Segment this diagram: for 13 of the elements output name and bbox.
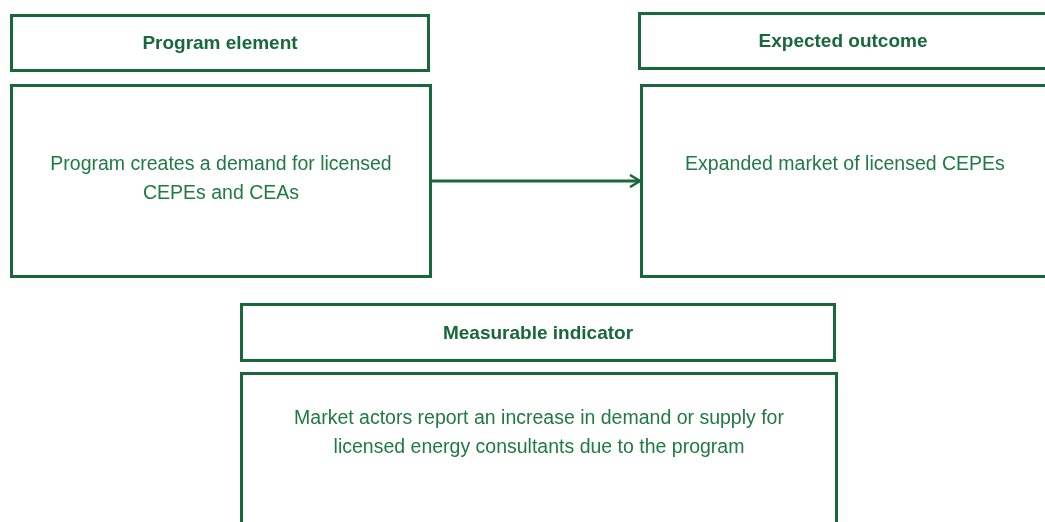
header-box [10, 14, 430, 72]
body-text: Market actors report an increase in demand or supply for licensed energy consultants due to the program [293, 405, 785, 460]
header-box [240, 303, 836, 362]
header-text: Program element [142, 32, 298, 54]
content-box [240, 372, 838, 522]
header-text: Measurable indicator [442, 321, 634, 344]
content-box [640, 84, 1045, 278]
content-box [10, 84, 432, 278]
arrow [432, 173, 642, 189]
body-text: Expanded market of licensed CEPEs [685, 151, 1005, 176]
body-text: Program creates a demand for licensed CEPEs and CEAs [49, 151, 393, 206]
header-box [638, 12, 1045, 70]
header-text: Expected outcome [758, 30, 928, 52]
